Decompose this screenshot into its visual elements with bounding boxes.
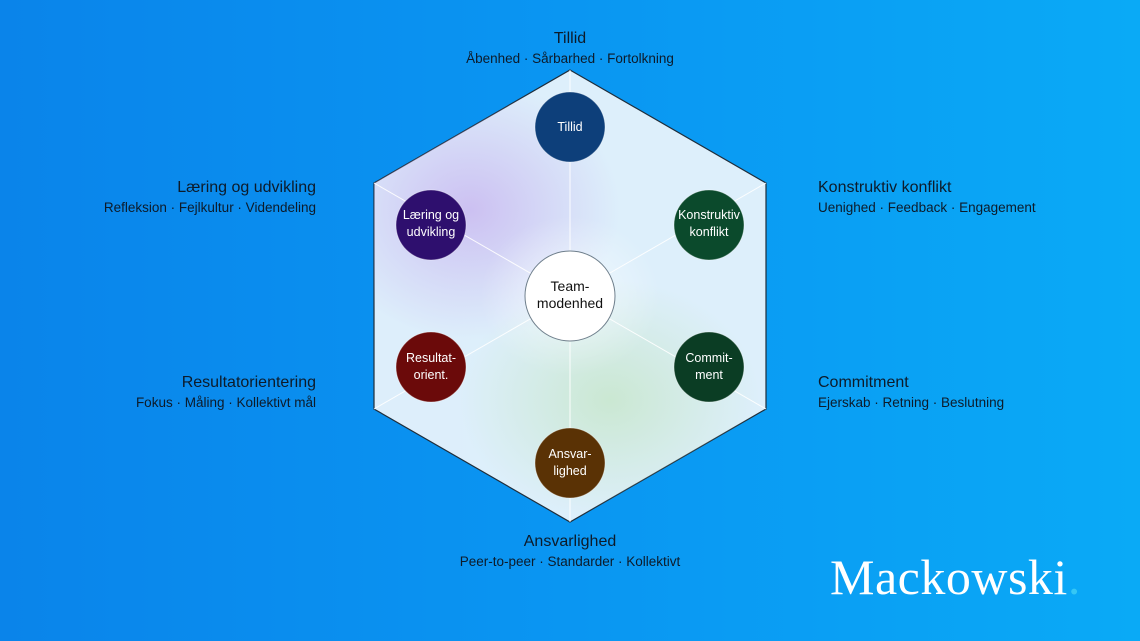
node-laering-line-2: udvikling xyxy=(407,225,456,239)
label-ansvarlighed-title: Ansvarlighed xyxy=(523,533,617,550)
label-laering-subtitle: Refleksion · Fejlkultur · Videndeling xyxy=(103,200,316,215)
node-ansvarlighed: Ansvar- lighed xyxy=(534,427,606,499)
label-ansvarlighed-subtitle: Peer-to-peer · Standarder · Kollektivt xyxy=(459,554,681,569)
label-commitment-title: Commitment xyxy=(818,374,909,391)
label-tillid: Tillid Åbenhed · Sårbarhed · Fortolkning xyxy=(370,29,770,68)
node-tillid-line-1: Tillid xyxy=(557,120,582,134)
label-commitment-subtitle: Ejerskab · Retning · Beslutning xyxy=(818,395,1005,410)
node-tillid: Tillid xyxy=(534,91,606,163)
label-laering-title: Læring og udvikling xyxy=(177,179,316,196)
node-konflikt-line-1: Konstruktiv xyxy=(678,208,741,222)
label-commitment: Commitment Ejerskab · Retning · Beslutni… xyxy=(818,373,1004,412)
node-konstruktiv-konflikt: Konstruktiv konflikt xyxy=(673,189,745,261)
node-resultatorientering: Resultat- orient. xyxy=(395,331,467,403)
center-node: Team- modenhed xyxy=(524,250,616,342)
label-konstruktiv-konflikt: Konstruktiv konflikt Uenighed · Feedback… xyxy=(818,178,1036,217)
node-laering-og-udvikling: Læring og udvikling xyxy=(395,189,467,261)
node-konflikt-line-2: konflikt xyxy=(690,225,729,239)
label-tillid-title: Tillid xyxy=(553,30,587,47)
label-resultat-subtitle: Fokus · Måling · Kollektivt mål xyxy=(135,395,316,410)
brand-dot: . xyxy=(1067,549,1081,605)
node-commitment-line-1: Commit- xyxy=(685,351,732,365)
node-commitment-line-2: ment xyxy=(695,368,723,382)
label-resultatorientering: Resultatorientering Fokus · Måling · Kol… xyxy=(136,373,316,412)
node-ansvar-line-1: Ansvar- xyxy=(548,447,591,461)
label-tillid-subtitle: Åbenhed · Sårbarhed · Fortolkning xyxy=(466,51,674,66)
node-ansvar-line-2: lighed xyxy=(553,464,586,478)
node-resultat-line-1: Resultat- xyxy=(406,351,456,365)
brand-logo: Mackowski. xyxy=(830,548,1081,606)
label-resultat-title: Resultatorientering xyxy=(181,374,316,391)
label-ansvarlighed: Ansvarlighed Peer-to-peer · Standarder ·… xyxy=(370,532,770,571)
center-line-1: Team- xyxy=(551,278,590,294)
label-konflikt-title: Konstruktiv konflikt xyxy=(818,179,952,196)
label-konflikt-subtitle: Uenighed · Feedback · Engagement xyxy=(818,200,1036,215)
brand-name: Mackowski xyxy=(830,549,1068,605)
node-resultat-line-2: orient. xyxy=(414,368,449,382)
label-laering-og-udvikling: Læring og udvikling Refleksion · Fejlkul… xyxy=(104,178,316,217)
node-commitment: Commit- ment xyxy=(673,331,745,403)
node-laering-line-1: Læring og xyxy=(403,208,459,222)
center-line-2: modenhed xyxy=(537,295,603,311)
